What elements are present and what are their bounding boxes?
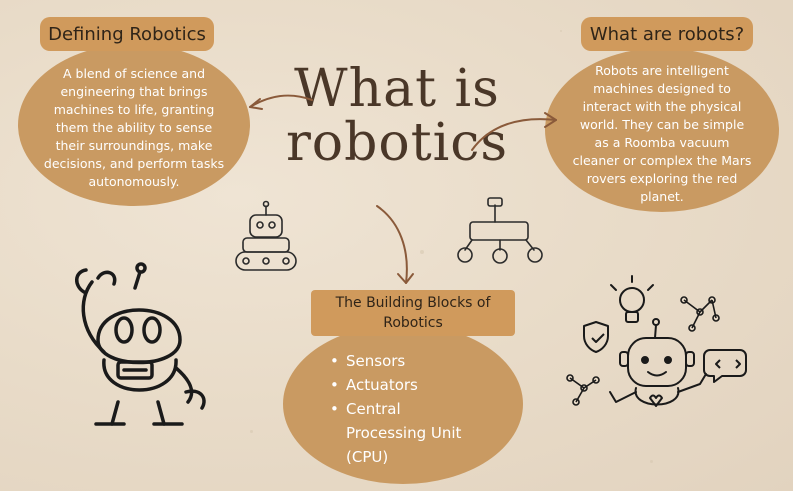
- arrow-icon: [544, 112, 557, 128]
- arrow-icon: [249, 94, 313, 108]
- defining-robotics-bubble: A blend of science and engineering that …: [18, 44, 250, 206]
- list-item: Central Processing Unit (CPU): [328, 397, 478, 469]
- what-are-robots-bubble: Robots are intelligent machines designed…: [545, 48, 779, 212]
- arrow-icon: [397, 273, 414, 284]
- what-are-robots-heading-text: What are robots?: [589, 23, 745, 45]
- speck: [420, 250, 424, 254]
- shield-icon: [583, 321, 609, 353]
- speck: [250, 430, 253, 433]
- chat-bubble-icon: [703, 349, 747, 383]
- speck: [560, 30, 562, 32]
- building-blocks-heading-text: The Building Blocks of Robotics: [335, 295, 491, 331]
- title-line-1: What is: [294, 59, 500, 119]
- defining-robotics-heading: Defining Robotics: [40, 17, 214, 51]
- waving-robot-icon: [75, 262, 206, 426]
- page-title: What is robotics: [262, 62, 532, 170]
- defining-robotics-text: A blend of science and engineering that …: [43, 66, 225, 189]
- list-item: Actuators: [328, 373, 478, 397]
- thinking-robot-icon: [609, 318, 707, 407]
- defining-robotics-heading-text: Defining Robotics: [48, 23, 206, 45]
- title-line-2: robotics: [285, 113, 509, 173]
- tracked-robot-icon: [235, 200, 297, 271]
- mars-rover-icon: [457, 197, 543, 264]
- arrow-icon: [249, 98, 263, 110]
- network-icon: [680, 296, 720, 332]
- what-are-robots-text: Robots are intelligent machines designed…: [572, 63, 752, 204]
- building-blocks-list: Sensors Actuators Central Processing Uni…: [328, 349, 478, 469]
- speck: [650, 460, 653, 463]
- arrow-icon: [376, 205, 408, 284]
- list-item: Sensors: [328, 349, 478, 373]
- building-blocks-bubble: Sensors Actuators Central Processing Uni…: [283, 324, 523, 484]
- network-icon: [566, 374, 600, 406]
- building-blocks-heading: The Building Blocks of Robotics: [311, 290, 515, 336]
- lightbulb-icon: [610, 275, 654, 323]
- arrow-icon: [471, 118, 557, 151]
- what-are-robots-heading: What are robots?: [581, 17, 753, 51]
